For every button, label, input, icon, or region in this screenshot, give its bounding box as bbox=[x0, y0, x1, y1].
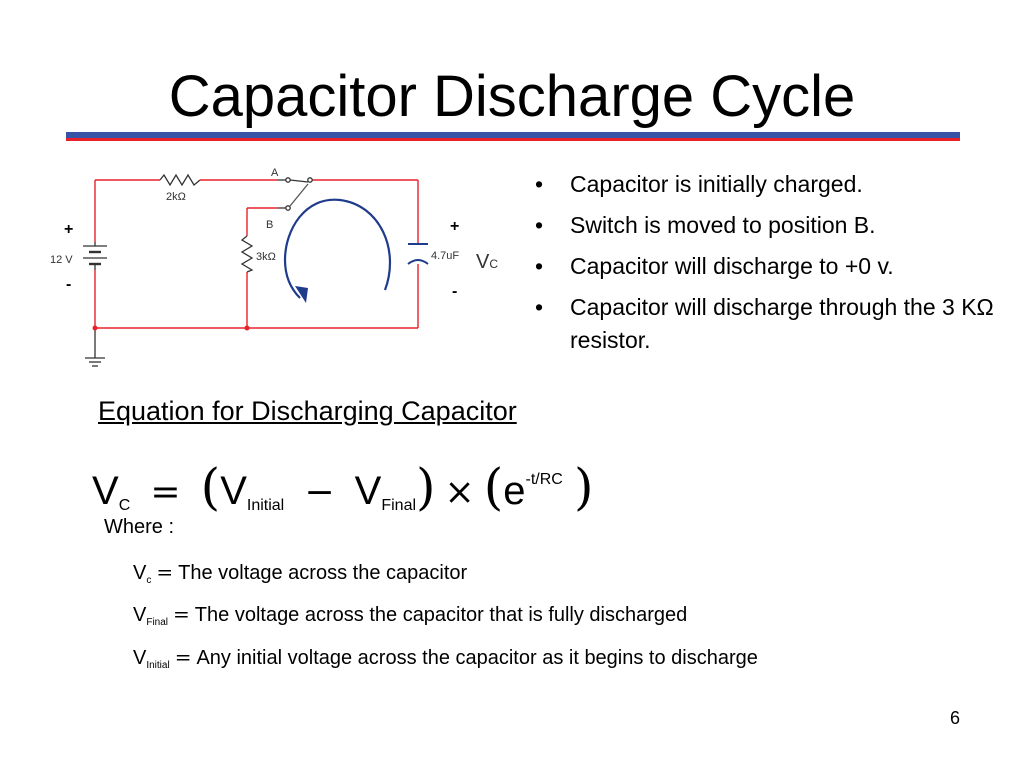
resistor-icon bbox=[240, 235, 254, 273]
eq-v-final: V bbox=[354, 469, 382, 513]
eq-equals: = bbox=[150, 472, 181, 513]
def-equals: = bbox=[173, 602, 190, 626]
slide-title: Capacitor Discharge Cycle bbox=[168, 64, 856, 129]
eq-rparen-2: ) bbox=[573, 458, 594, 516]
definition-vfinal: VFinal =The voltage across the capacitor … bbox=[133, 602, 687, 628]
def-equals: = bbox=[174, 645, 192, 669]
eq-exponent: -t/RC bbox=[525, 471, 563, 488]
eq-rparen: ) bbox=[416, 458, 436, 516]
bullet-item: Switch is moved to position B. bbox=[535, 209, 995, 242]
def-symbol: V bbox=[133, 647, 147, 669]
eq-lhs-sub: C bbox=[118, 497, 131, 514]
discharge-equation: VC = (VInitial − VFinal)×(e-t/RC ) bbox=[92, 450, 593, 536]
eq-lparen: ( bbox=[200, 458, 221, 516]
def-equals: = bbox=[156, 560, 174, 584]
cap-minus-sign: - bbox=[452, 283, 457, 300]
def-text: Any initial voltage across the capacitor… bbox=[196, 647, 758, 669]
definition-vc: Vc =The voltage across the capacitor bbox=[133, 560, 467, 586]
bullet-item: Capacitor will discharge through the 3 K… bbox=[535, 291, 995, 357]
ground-icon bbox=[85, 328, 105, 367]
def-symbol-sub: Initial bbox=[146, 660, 170, 671]
eq-lhs-var: V bbox=[92, 469, 119, 513]
def-text: The voltage across the capacitor that is… bbox=[194, 604, 688, 626]
junction-dot bbox=[244, 325, 250, 331]
title-divider-blue bbox=[66, 132, 960, 138]
bullet-item: Capacitor will discharge to +0 v. bbox=[535, 250, 995, 283]
def-text: The voltage across the capacitor bbox=[178, 562, 468, 584]
def-symbol-sub: Final bbox=[146, 617, 169, 628]
switch-a-label: A bbox=[271, 167, 279, 179]
battery-plus-sign: + bbox=[64, 221, 73, 238]
page-number: 6 bbox=[950, 708, 961, 728]
def-symbol: V bbox=[133, 562, 147, 584]
counterclockwise-arrow-icon bbox=[283, 198, 392, 303]
switch-icon bbox=[278, 177, 313, 211]
switch-b-label: B bbox=[266, 219, 273, 231]
capacitor-icon bbox=[407, 243, 429, 265]
rc-discharge-circuit: A B 2kΩ 3kΩ 12 V + - 4.7uF + - VC bbox=[50, 167, 498, 367]
resistor-icon bbox=[159, 173, 201, 187]
eq-minus: − bbox=[304, 472, 335, 513]
bullet-item: Capacitor is initially charged. bbox=[535, 168, 995, 201]
equation-heading: Equation for Discharging Capacitor bbox=[98, 396, 517, 426]
where-label: Where : bbox=[104, 516, 175, 538]
battery-label: 12 V bbox=[50, 254, 73, 266]
r1-label: 2kΩ bbox=[166, 191, 186, 203]
title-divider-red bbox=[66, 138, 960, 141]
eq-times: × bbox=[444, 472, 475, 513]
capacitor-label: 4.7uF bbox=[431, 250, 459, 262]
eq-v-initial-sub: Initial bbox=[246, 497, 285, 514]
vc-label: VC bbox=[476, 251, 498, 273]
cap-plus-sign: + bbox=[450, 218, 459, 235]
battery-icon bbox=[83, 242, 107, 270]
eq-e: e bbox=[503, 469, 526, 513]
junction-dot bbox=[92, 325, 98, 331]
def-symbol: V bbox=[133, 604, 147, 626]
battery-minus-sign: - bbox=[66, 276, 71, 293]
bullet-list: Capacitor is initially charged. Switch i… bbox=[535, 168, 995, 365]
eq-v-initial: V bbox=[220, 469, 247, 513]
r2-label: 3kΩ bbox=[256, 251, 276, 263]
eq-lparen-2: ( bbox=[483, 458, 504, 516]
definition-vinitial: VInitial =Any initial voltage across the … bbox=[133, 645, 758, 671]
def-symbol-sub: c bbox=[146, 575, 152, 586]
eq-v-final-sub: Final bbox=[381, 497, 417, 514]
